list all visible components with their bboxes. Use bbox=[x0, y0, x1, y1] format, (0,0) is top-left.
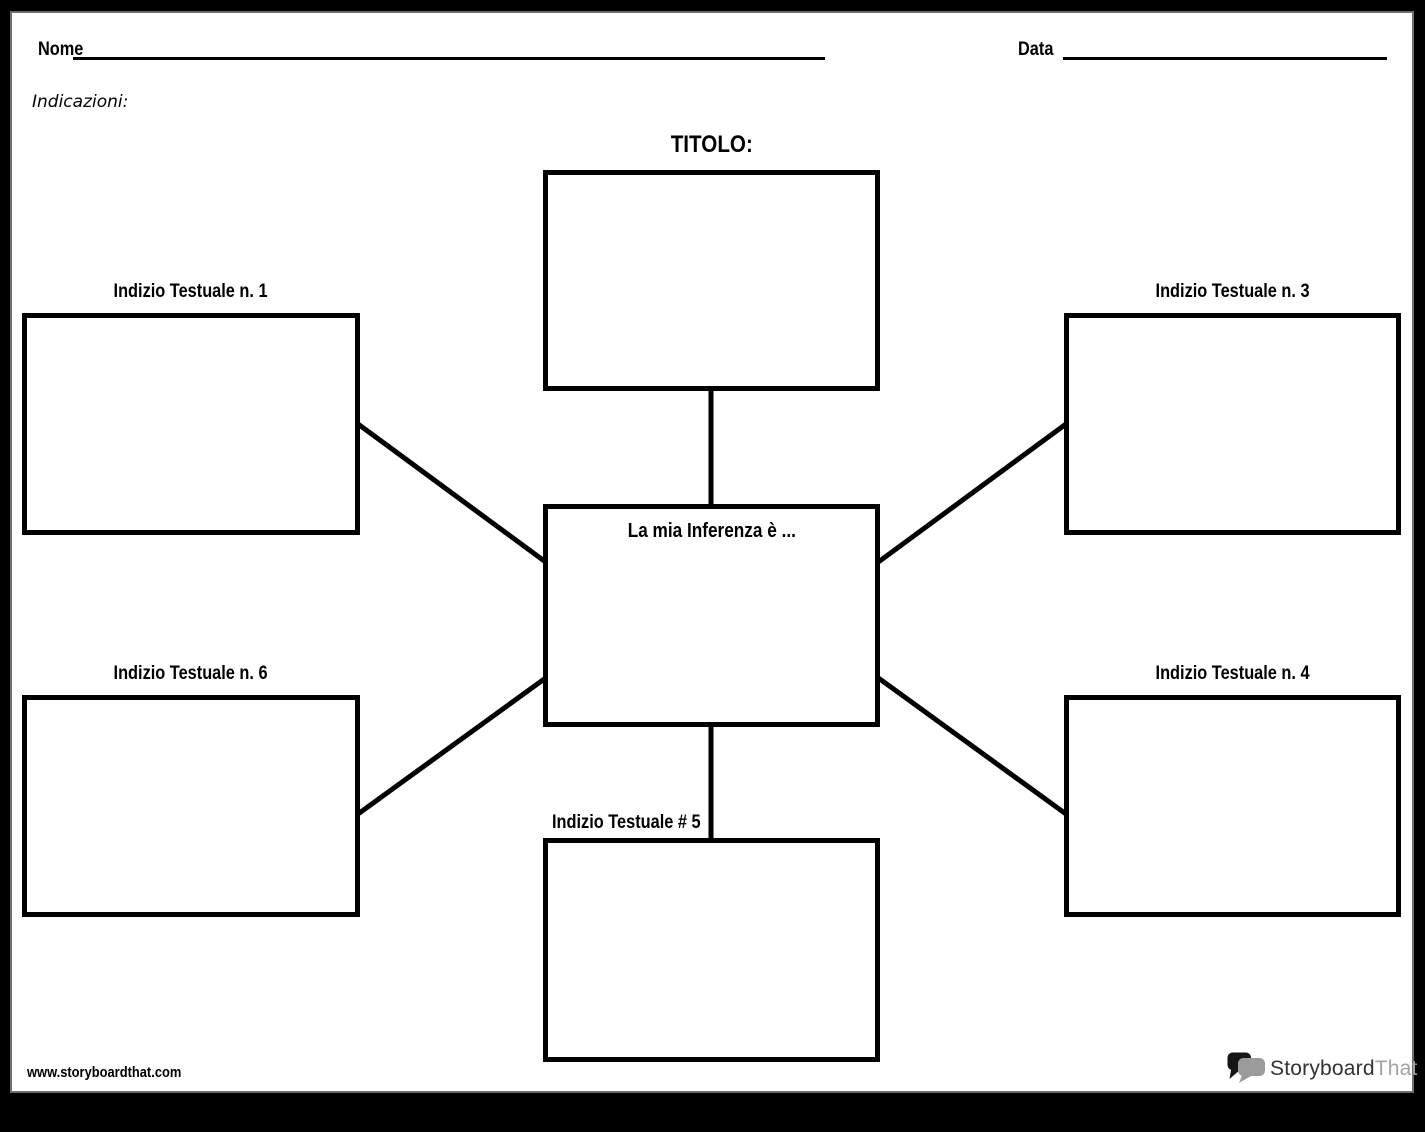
date-input-line[interactable] bbox=[1063, 57, 1387, 60]
storyboardthat-logo: StoryboardThat bbox=[1227, 1052, 1418, 1085]
clue5-label-text: Indizio Testuale # 5 bbox=[552, 812, 701, 833]
logo-text-primary: Storyboard bbox=[1270, 1056, 1375, 1080]
website-url-text: www.storyboardthat.com bbox=[27, 1064, 182, 1081]
clue1-label-text: Indizio Testuale n. 1 bbox=[113, 281, 269, 302]
inference-box-label-text: La mia Inferenza è ... bbox=[627, 520, 796, 542]
clue5-box[interactable] bbox=[543, 838, 880, 1062]
name-input-line[interactable] bbox=[73, 57, 825, 60]
inference-center-box[interactable]: La mia Inferenza è ... bbox=[543, 504, 880, 727]
logo-text: StoryboardThat bbox=[1270, 1057, 1418, 1081]
clue1-box[interactable] bbox=[22, 313, 360, 535]
inference-box-label: La mia Inferenza è ... bbox=[548, 520, 875, 543]
speech-bubbles-icon bbox=[1227, 1052, 1265, 1083]
date-label-text: Data bbox=[1018, 39, 1054, 60]
clue3-box[interactable] bbox=[1064, 313, 1401, 535]
clue3-label: Indizio Testuale n. 3 bbox=[1064, 281, 1401, 303]
name-label-text: Nome bbox=[38, 39, 84, 60]
title-label-text: TITOLO: bbox=[670, 131, 753, 158]
website-url: www.storyboardthat.com bbox=[27, 1064, 206, 1081]
title-label: TITOLO: bbox=[543, 131, 880, 159]
date-label: Data bbox=[1018, 39, 1059, 61]
title-box[interactable] bbox=[543, 170, 880, 391]
clue3-label-text: Indizio Testuale n. 3 bbox=[1155, 281, 1310, 302]
name-label: Nome bbox=[38, 39, 91, 61]
clue1-label: Indizio Testuale n. 1 bbox=[22, 281, 360, 303]
clue6-label-text: Indizio Testuale n. 6 bbox=[113, 663, 269, 684]
clue5-label: Indizio Testuale # 5 bbox=[552, 812, 725, 834]
clue6-box[interactable] bbox=[22, 695, 360, 917]
clue6-label: Indizio Testuale n. 6 bbox=[22, 663, 360, 685]
logo-text-secondary: That bbox=[1374, 1056, 1418, 1080]
clue4-label: Indizio Testuale n. 4 bbox=[1064, 663, 1401, 685]
clue4-box[interactable] bbox=[1064, 695, 1401, 917]
clue4-label-text: Indizio Testuale n. 4 bbox=[1155, 663, 1310, 684]
directions-label: Indicazioni: bbox=[32, 92, 129, 112]
